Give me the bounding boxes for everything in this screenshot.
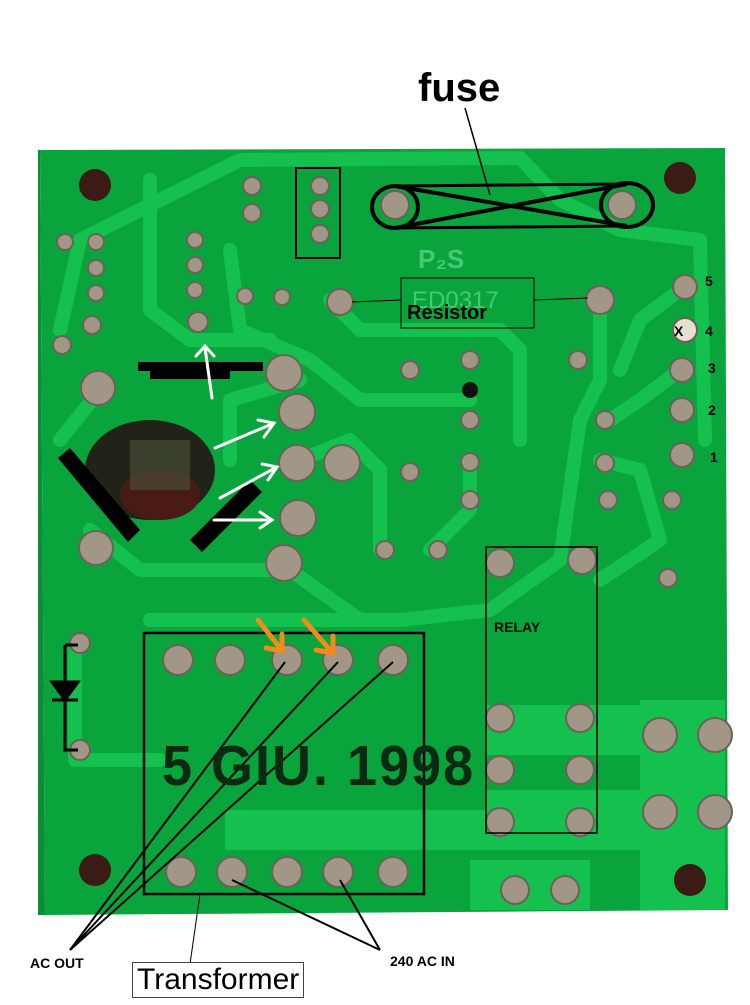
fuse-header-box [295,167,341,259]
transformer-label: Transformer [132,962,305,998]
fuse-annotation [370,107,655,230]
pin-label-1: 1 [710,449,718,465]
pin-x-pad [672,317,698,343]
marker-bar-top [138,362,263,371]
resistor-leaders [351,297,589,303]
resistor-box [400,277,535,329]
silk-logo: P₂S [418,244,464,274]
fuse-label: fuse [418,66,501,110]
silk-date-code: 5 GIU. 1998 [162,734,476,798]
resistor-label: Resistor [407,302,488,324]
ac-in-label: 240 AC IN [390,953,455,969]
marker-bar-diagonal [58,448,140,542]
solder-pads [52,176,733,905]
pin-label-5: 5 [705,273,713,289]
relay-box [485,546,598,834]
pin-label-3: 3 [708,360,716,376]
white-arrows [194,343,280,530]
ac-out-label: AC OUT [30,955,84,971]
pin-label-4: 4 [705,323,713,339]
pin-label-x: X [674,323,684,339]
mounting-holes [79,162,706,896]
silk-board-code: ED0317 [412,287,499,314]
ac-leaders [69,661,394,965]
pin-label-2: 2 [708,402,716,418]
relay-label: RELAY [494,619,541,635]
orange-arrows [255,617,336,656]
diode-symbol [49,643,81,752]
